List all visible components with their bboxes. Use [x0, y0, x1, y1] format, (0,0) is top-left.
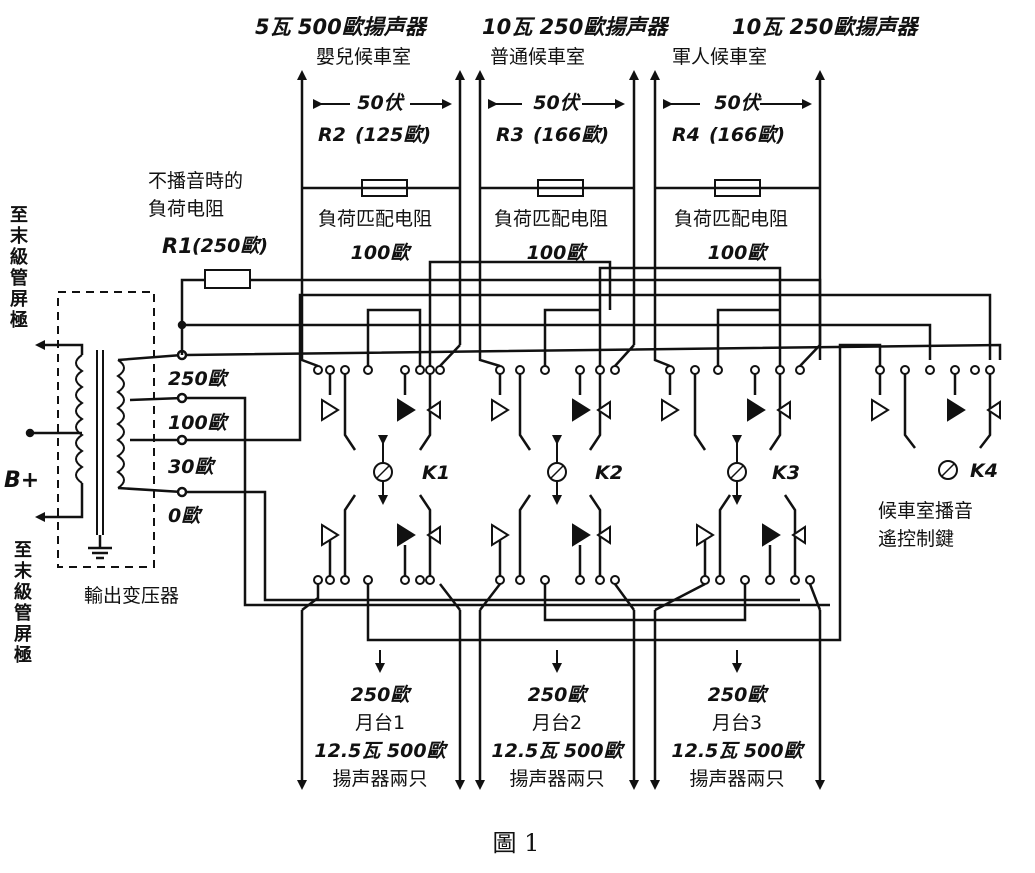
- transformer-enclosure: [58, 292, 154, 567]
- key-switch-k4: [872, 370, 1000, 479]
- tap-100: 100歐: [168, 412, 227, 434]
- platform-2-spec: 12.5瓦 500歐: [491, 740, 623, 762]
- speaker-1-spec: 5瓦 500歐揚声器: [255, 15, 426, 39]
- r1-value: (250歐): [192, 235, 269, 257]
- load-resistor-top-1: [362, 180, 407, 196]
- platform-1-name: 月台1: [354, 712, 406, 734]
- speaker-3-spec: 10瓦 250歐揚声器: [732, 15, 918, 39]
- speaker-1-load-value: 100歐: [350, 242, 410, 264]
- platform-3-imp: 250歐: [707, 684, 767, 706]
- platform-2-imp: 250歐: [527, 684, 587, 706]
- key-label-k4: K4: [970, 460, 998, 482]
- speaker-2-r-name: R3: [496, 124, 524, 146]
- tap-250: 250歐: [168, 368, 227, 390]
- speaker-2-load-label: 負荷匹配电阻: [494, 208, 609, 230]
- key-label-k2: K2: [595, 462, 623, 484]
- platform-2-count: 揚声器兩只: [509, 768, 605, 790]
- platform-3-count: 揚声器兩只: [689, 768, 785, 790]
- platform-1-imp: 250歐: [350, 684, 410, 706]
- transformer-primary-coil: [76, 355, 82, 483]
- speaker-1-volt: 50伏: [357, 92, 403, 114]
- tap-0: 0歐: [168, 505, 201, 527]
- speaker-1-room: 嬰兒候車室: [316, 46, 412, 68]
- platform-2-name: 月台2: [531, 712, 583, 734]
- speaker-1-r-value: (125歐): [355, 124, 432, 146]
- key-switch-k2: [492, 370, 610, 580]
- speaker-2-room: 普通候車室: [490, 46, 586, 68]
- platform-1-count: 揚声器兩只: [332, 768, 428, 790]
- plate-label-top: 至末級管屏極: [10, 205, 28, 331]
- r1-resistor: [205, 270, 250, 288]
- speaker-3-room: 軍人候車室: [672, 46, 768, 68]
- key-switch-k3: [662, 370, 805, 580]
- load-resistor-top-2: [538, 180, 583, 196]
- platform-3-name: 月台3: [711, 712, 763, 734]
- platform-1-spec: 12.5瓦 500歐: [314, 740, 446, 762]
- tap-30: 30歐: [168, 456, 214, 478]
- k4-label-line1: 候車室播音: [878, 500, 974, 522]
- speaker-1-load-label: 負荷匹配电阻: [318, 208, 433, 230]
- speaker-2-load-value: 100歐: [526, 242, 586, 264]
- r1-note-line1: 不播音時的: [148, 170, 244, 192]
- transformer-label: 輸出变压器: [84, 585, 180, 607]
- speaker-3-r-value: (166歐): [709, 124, 786, 146]
- speaker-2-r-value: (166歐): [533, 124, 610, 146]
- key-label-k3: K3: [772, 462, 800, 484]
- plate-label-bottom: 至末級管屏極: [14, 540, 32, 666]
- speaker-1-r-name: R2: [318, 124, 346, 146]
- speaker-2-volt: 50伏: [533, 92, 579, 114]
- k4-label-line2: 遙控制鍵: [878, 528, 955, 550]
- speaker-3-volt: 50伏: [714, 92, 760, 114]
- speaker-3-load-label: 負荷匹配电阻: [674, 208, 789, 230]
- figure-caption: 圖 1: [492, 829, 540, 857]
- r1-note-line2: 負荷电阻: [148, 198, 225, 220]
- transformer-secondary-coil: [118, 360, 124, 488]
- key-label-k1: K1: [422, 462, 450, 484]
- r1-name: R1: [162, 234, 193, 258]
- speaker-3-load-value: 100歐: [707, 242, 767, 264]
- load-resistor-top-3: [715, 180, 760, 196]
- b-plus-label: B+: [4, 468, 40, 493]
- speaker-2-spec: 10瓦 250歐揚声器: [482, 15, 668, 39]
- speaker-3-r-name: R4: [672, 124, 700, 146]
- platform-3-spec: 12.5瓦 500歐: [671, 740, 803, 762]
